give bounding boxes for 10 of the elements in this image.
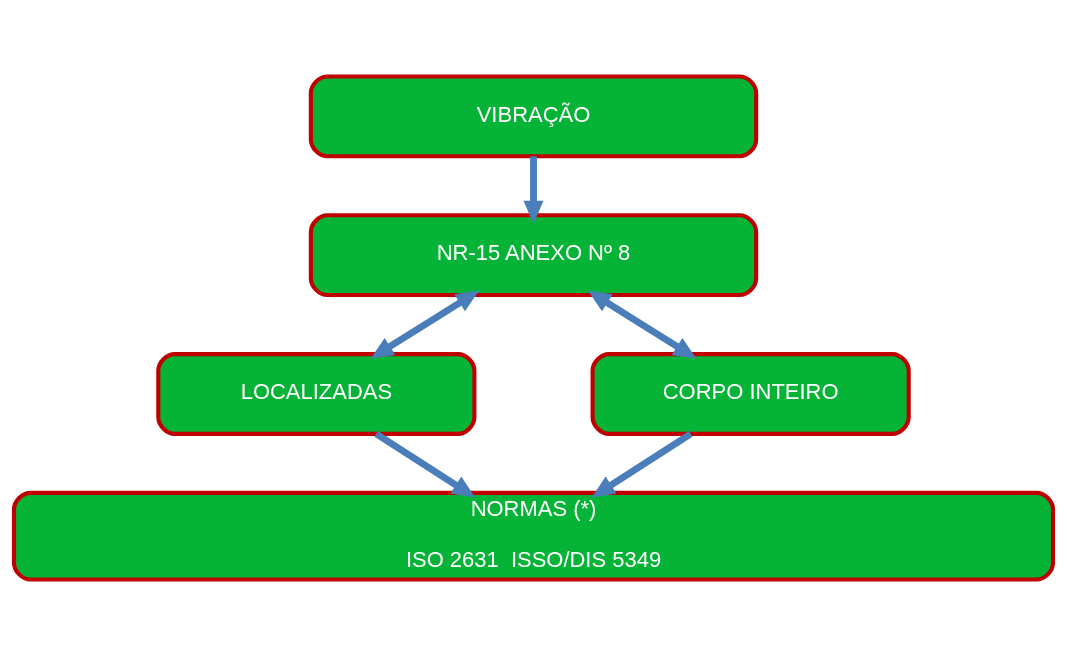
arrow <box>523 155 544 224</box>
arrow <box>370 290 480 359</box>
node-box: NR-15 ANEXO Nº 8 <box>308 212 759 297</box>
arrow <box>587 290 697 359</box>
node-box: CORPO INTEIRO <box>590 351 911 436</box>
node-box: LOCALIZADAS <box>156 351 477 436</box>
arrow <box>591 430 693 497</box>
node-box: NORMAS (*) ISO 2631 ISSO/DIS 5349 <box>11 490 1056 582</box>
node-box: VIBRAÇÃO <box>308 73 759 158</box>
arrow <box>374 430 476 497</box>
